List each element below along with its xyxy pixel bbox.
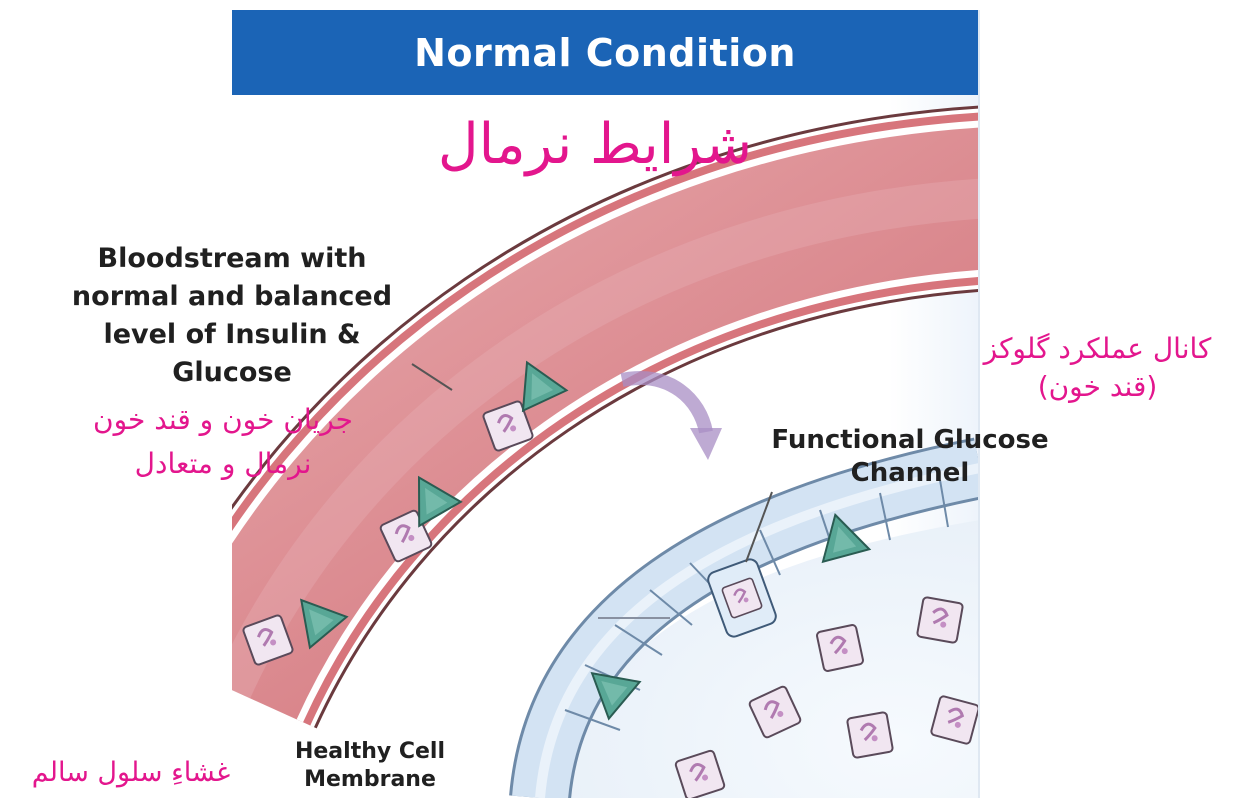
channel-label-fa: کانال عملکرد گلوکز (قند خون) (950, 330, 1245, 406)
bloodstream-label-en-line: level of Insulin & (22, 316, 442, 354)
cell-glucose-2 (917, 597, 963, 643)
bloodstream-label-fa-line: جریان خون و قند خون (48, 398, 398, 442)
channel-label-en-line: Functional Glucose (730, 424, 1090, 457)
banner-title: Normal Condition (414, 31, 796, 75)
persian-title: شرایط نرمال (330, 112, 860, 177)
cell-glucose-4 (847, 712, 893, 758)
bloodstream-label-en-line: Glucose (22, 354, 442, 392)
channel-label-en: Functional Glucose Channel (730, 424, 1090, 490)
bloodstream-label-fa-line: نرمال و متعادل (48, 442, 398, 486)
bloodstream-label-fa: جریان خون و قند خون نرمال و متعادل (48, 398, 398, 486)
membrane-label-en-line: Healthy Cell (270, 738, 470, 766)
cell-glucose-1 (816, 624, 863, 671)
channel-label-fa-line: (قند خون) (950, 368, 1245, 406)
channel-label-fa-line: کانال عملکرد گلوکز (950, 330, 1245, 368)
membrane-label-fa: غشاءِ سلول سالم (0, 755, 262, 791)
membrane-label-en-line: Membrane (270, 766, 470, 794)
bloodstream-label-en-line: normal and balanced (22, 278, 442, 316)
membrane-label-en: Healthy Cell Membrane (270, 738, 470, 794)
cell-glucose-5 (931, 696, 980, 745)
bloodstream-label-en: Bloodstream with normal and balanced lev… (22, 240, 442, 392)
bloodstream-label-en-line: Bloodstream with (22, 240, 442, 278)
title-banner: Normal Condition (232, 10, 978, 95)
channel-label-en-line: Channel (730, 457, 1090, 490)
